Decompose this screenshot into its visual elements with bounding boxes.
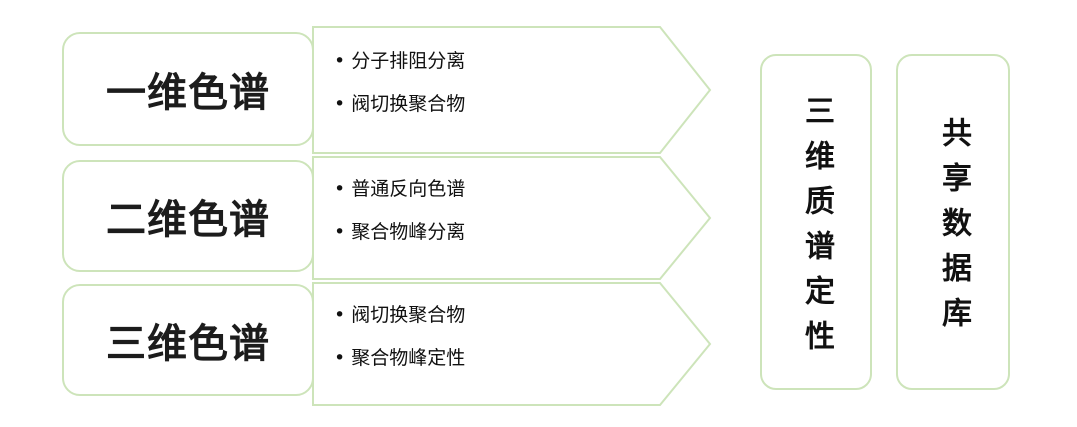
- bullet-item: • 聚合物峰分离: [334, 221, 466, 243]
- box-1d-chromatography: 一维色谱: [62, 32, 314, 146]
- bullet-list-row-2: • 普通反向色谱 • 聚合物峰分离: [334, 176, 465, 245]
- bullet-item: • 分子排阻分离: [334, 50, 466, 72]
- box-shared-database-label: 共享数据库: [936, 117, 971, 342]
- box-shared-database: 共享数据库: [896, 54, 1010, 390]
- bullet-list-row-1: • 分子排阻分离 • 阀切换聚合物: [334, 48, 465, 117]
- box-3d-ms-qualitative-label: 三维质谱定性: [799, 94, 834, 365]
- bullet-item: • 聚合物峰定性: [334, 347, 466, 369]
- box-1d-chromatography-label: 一维色谱: [106, 70, 270, 116]
- box-3d-ms-qualitative: 三维质谱定性: [760, 54, 872, 390]
- arrow-shape-3: [312, 282, 712, 406]
- bullet-list-row-3: • 阀切换聚合物 • 聚合物峰定性: [334, 302, 465, 371]
- box-3d-chromatography-label: 三维色谱: [106, 321, 270, 367]
- box-2d-chromatography-label: 二维色谱: [106, 197, 270, 243]
- bullet-item: • 阀切换聚合物: [334, 304, 466, 326]
- flow-arrow-row-3: [312, 282, 712, 406]
- bullet-item: • 普通反向色谱: [334, 178, 466, 200]
- box-2d-chromatography: 二维色谱: [62, 160, 314, 272]
- bullet-item: • 阀切换聚合物: [334, 93, 466, 115]
- box-3d-chromatography: 三维色谱: [62, 284, 314, 396]
